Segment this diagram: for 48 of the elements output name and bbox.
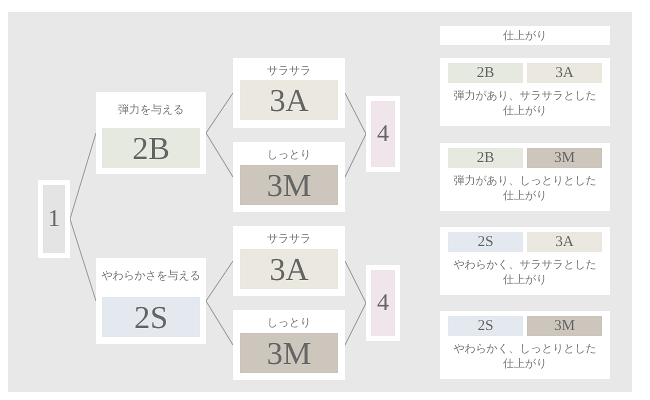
card-heading: 弾力を与える bbox=[117, 102, 185, 117]
step-box: 1 bbox=[38, 180, 70, 258]
step-card bbox=[233, 58, 345, 128]
card-heading: サラサラ bbox=[266, 231, 312, 246]
result-card bbox=[440, 227, 610, 295]
card-heading: やわらかさを与える bbox=[100, 268, 202, 283]
code-chip: 3M bbox=[527, 316, 602, 336]
step-card bbox=[233, 226, 345, 296]
connector-line bbox=[206, 132, 234, 178]
card-heading: しっとり bbox=[266, 315, 312, 330]
connector-line bbox=[344, 260, 366, 304]
result-card bbox=[440, 143, 610, 211]
connector-line bbox=[70, 132, 96, 220]
step-card bbox=[233, 310, 345, 380]
result-card bbox=[440, 311, 610, 379]
step-box: 4 bbox=[366, 265, 400, 341]
connector-line bbox=[206, 92, 234, 134]
card-heading: サラサラ bbox=[266, 63, 312, 78]
connector-line bbox=[206, 260, 234, 302]
card-heading: しっとり bbox=[266, 147, 312, 162]
result-description: やわらかく、サラサラとした仕上がり bbox=[452, 257, 598, 287]
result-description: 弾力があり、サラサラとした仕上がり bbox=[452, 88, 598, 118]
step-card bbox=[96, 92, 206, 174]
code-chip: 2B bbox=[448, 63, 523, 83]
step-card bbox=[233, 142, 345, 212]
code-chip: 2S bbox=[448, 316, 523, 336]
step-box: 4 bbox=[366, 96, 400, 172]
result-description: やわらかく、しっとりとした仕上がり bbox=[452, 341, 598, 371]
code-box: 3M bbox=[240, 333, 338, 373]
step-card bbox=[96, 258, 206, 344]
result-card bbox=[440, 58, 610, 126]
result-description: 弾力があり、しっとりとした仕上がり bbox=[452, 173, 598, 203]
connector-line bbox=[344, 302, 366, 346]
code-chip: 3A bbox=[527, 63, 602, 83]
header-bar: 仕上がり bbox=[440, 26, 610, 45]
code-chip: 2S bbox=[448, 232, 523, 252]
code-chip: 3M bbox=[527, 148, 602, 168]
code-box: 2B bbox=[102, 128, 200, 168]
connector-line bbox=[206, 300, 234, 346]
code-box: 2S bbox=[102, 297, 200, 337]
code-box: 3A bbox=[240, 249, 338, 289]
code-box: 3M bbox=[240, 165, 338, 205]
code-box: 3A bbox=[240, 80, 338, 120]
connector-line bbox=[70, 218, 96, 302]
connector-line bbox=[344, 134, 366, 178]
connector-line bbox=[344, 92, 366, 134]
code-chip: 3A bbox=[527, 232, 602, 252]
code-chip: 2B bbox=[448, 148, 523, 168]
